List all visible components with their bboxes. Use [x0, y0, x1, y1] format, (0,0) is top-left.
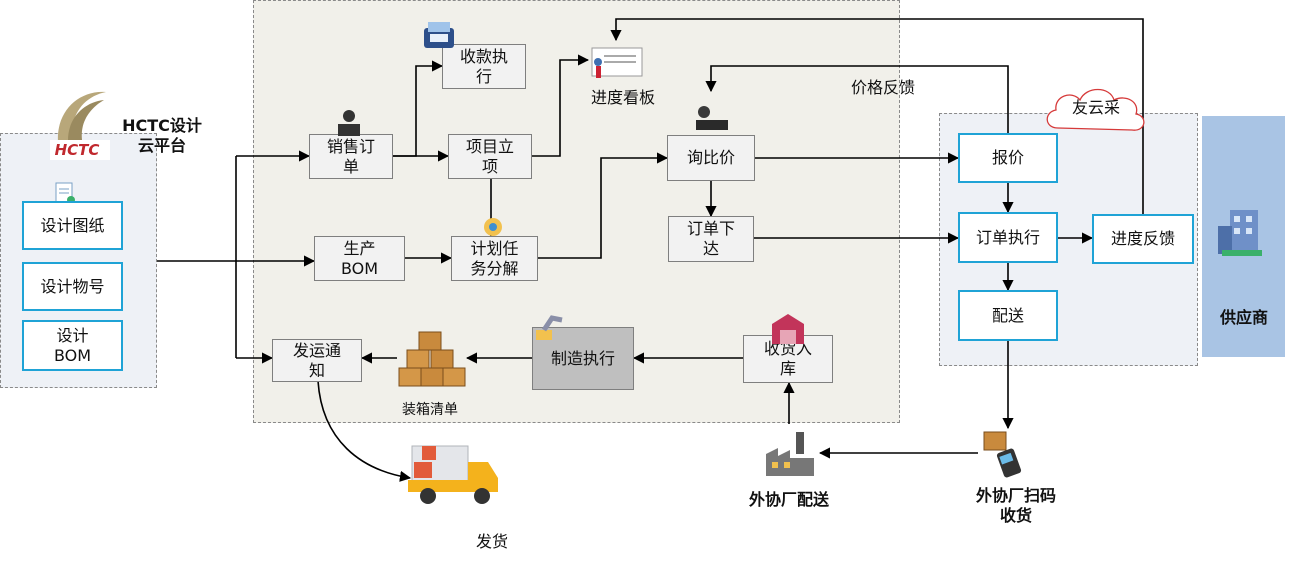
ship-label: 发货 [475, 532, 508, 551]
supplier-label: 供应商 [1219, 308, 1268, 327]
price-feedback-label: 价格反馈 [850, 78, 915, 97]
scanner-icon [983, 431, 1022, 478]
payment-box: 收款执 行 [442, 44, 526, 89]
inquiry-box: 询比价 [667, 135, 755, 181]
order-exec-box: 订单执行 [958, 212, 1058, 263]
robot-arm-icon [536, 315, 563, 340]
cloud-label: 友云采 [1071, 98, 1120, 117]
shipping-notice-box: 发运通 知 [272, 339, 362, 382]
production-bom-box: 生产 BOM [314, 236, 405, 281]
hctc-logo-icon [50, 91, 110, 160]
payment-machine-icon [424, 22, 454, 48]
platform-title: HCTC设计 云平台 [122, 116, 202, 155]
sales-order-box: 销售订 单 [309, 134, 393, 179]
plan-task-box: 计划任 务分解 [451, 236, 538, 281]
packing-list-label: 装箱清单 [402, 402, 458, 418]
quote-box: 报价 [958, 133, 1058, 183]
outsource-delivery-label: 外协厂配送 [748, 490, 829, 509]
delivery-truck-icon [408, 445, 498, 504]
inquiry-person-icon [696, 106, 728, 130]
design-part-number-box: 设计物号 [22, 262, 123, 311]
delivery-box: 配送 [958, 290, 1058, 341]
cloud-icon [1046, 88, 1145, 131]
task-gear-icon [484, 218, 502, 236]
order-issue-box: 订单下 达 [668, 216, 754, 262]
warehouse-icon [772, 314, 804, 344]
progress-feedback-box: 进度反馈 [1092, 214, 1194, 264]
salesperson-icon [338, 110, 360, 136]
progress-board-icon [591, 47, 643, 78]
progress-board-label: 进度看板 [590, 88, 655, 107]
outsource-scan-label: 外协厂扫码 收货 [975, 486, 1056, 525]
hctc-logo-text: HCTC [54, 141, 100, 159]
packing-boxes-icon [398, 331, 466, 387]
supplier-building-icon [1218, 210, 1262, 256]
factory-icon [766, 432, 814, 476]
project-setup-box: 项目立 项 [448, 134, 532, 179]
design-drawing-box: 设计图纸 [22, 201, 123, 250]
design-bom-box: 设计 BOM [22, 320, 123, 371]
